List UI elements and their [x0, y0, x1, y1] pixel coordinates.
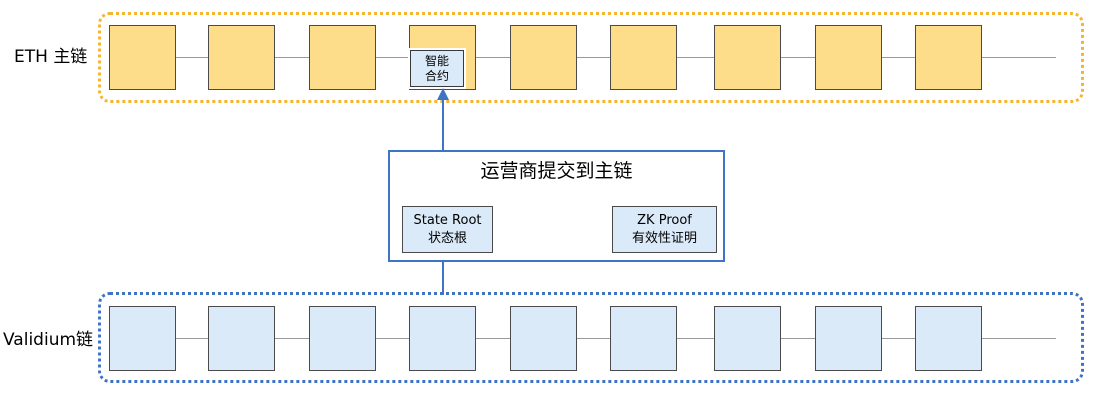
- operator-submit-box: 运营商提交到主链 State Root 状态根 ZK Proof 有效性证明: [388, 150, 725, 262]
- validium-block-8: [815, 306, 882, 371]
- arrow-to-main-chain: [442, 98, 444, 150]
- smart-contract-box: 智能 合约: [408, 48, 466, 89]
- state-root-label: State Root: [413, 212, 482, 228]
- zk-proof-box: ZK Proof 有效性证明: [612, 206, 717, 253]
- validium-chain-line: [110, 338, 1056, 339]
- connector-to-validium-chain: [442, 262, 444, 295]
- validium-chain-label: Validium链: [3, 330, 94, 350]
- zk-proof-sublabel: 有效性证明: [631, 230, 697, 246]
- state-root-sublabel: 状态根: [427, 230, 467, 246]
- validium-block-6: [610, 306, 677, 371]
- operator-title: 运营商提交到主链: [480, 160, 633, 182]
- eth-chain-label: ETH 主链: [14, 47, 88, 67]
- eth-block-1: [109, 25, 176, 90]
- eth-block-2: [208, 25, 275, 90]
- eth-block-9: [915, 25, 982, 90]
- validium-chain-frame: [98, 292, 1084, 383]
- validium-block-9: [915, 306, 982, 371]
- eth-block-8: [815, 25, 882, 90]
- eth-block-7: [714, 25, 781, 90]
- validium-block-3: [309, 306, 376, 371]
- eth-block-6: [610, 25, 677, 90]
- validium-block-7: [714, 306, 781, 371]
- validium-block-1: [109, 306, 176, 371]
- smart-contract-label-line2: 合约: [424, 68, 449, 83]
- validium-block-5: [510, 306, 577, 371]
- eth-block-3: [309, 25, 376, 90]
- zk-proof-label: ZK Proof: [637, 212, 692, 228]
- state-root-box: State Root 状态根: [402, 206, 493, 253]
- smart-contract-label-line1: 智能: [424, 53, 449, 68]
- validium-block-2: [208, 306, 275, 371]
- eth-chain-line: [110, 57, 1056, 58]
- eth-block-5: [510, 25, 577, 90]
- arrow-up-head: [437, 88, 449, 100]
- eth-chain-frame: [98, 12, 1084, 103]
- validium-block-4: [409, 306, 476, 371]
